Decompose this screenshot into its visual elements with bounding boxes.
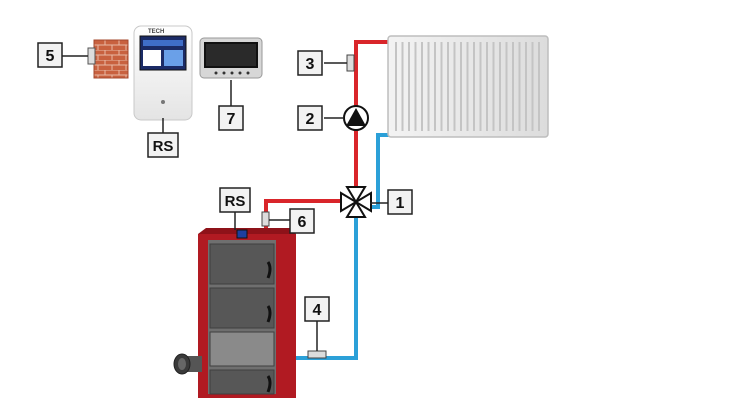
label-rs-controller-text: RS bbox=[153, 138, 174, 155]
label-6: 6 bbox=[289, 208, 315, 234]
label-1: 1 bbox=[387, 189, 413, 215]
label-4-text: 4 bbox=[313, 302, 322, 319]
label-rs-boiler: RS bbox=[219, 187, 251, 213]
brick-wall-icon bbox=[87, 39, 129, 79]
leader-lines bbox=[62, 55, 388, 351]
supply-riser bbox=[354, 40, 392, 190]
room-controller: TECH bbox=[133, 25, 193, 121]
temperature-sensor-icon bbox=[346, 54, 355, 72]
label-4: 4 bbox=[304, 296, 330, 322]
label-rs-boiler-text: RS bbox=[225, 193, 246, 210]
label-2: 2 bbox=[297, 105, 323, 131]
return-sensor-icon bbox=[307, 350, 327, 359]
label-7-text: 7 bbox=[227, 111, 236, 128]
door-handle-icon bbox=[266, 375, 272, 393]
return-pipe-top bbox=[368, 133, 392, 209]
display-panel bbox=[199, 37, 263, 79]
label-7: 7 bbox=[218, 105, 244, 131]
label-6-text: 6 bbox=[298, 214, 307, 231]
door-handle-icon bbox=[266, 305, 272, 323]
label-3-text: 3 bbox=[306, 56, 315, 73]
label-1-text: 1 bbox=[396, 195, 405, 212]
label-5-text: 5 bbox=[46, 48, 55, 65]
pump-icon bbox=[343, 105, 369, 131]
radiator bbox=[387, 35, 549, 138]
label-5: 5 bbox=[37, 42, 63, 68]
boiler bbox=[198, 228, 296, 398]
door-handle-icon bbox=[266, 261, 272, 279]
mixing-valve-icon bbox=[340, 186, 372, 218]
boiler-controller-icon bbox=[236, 229, 248, 239]
return-pipe-down bbox=[296, 215, 358, 360]
brand-text: TECH bbox=[148, 29, 164, 35]
label-rs-controller: RS bbox=[147, 132, 179, 158]
boiler-sensor-icon bbox=[261, 211, 270, 227]
label-2-text: 2 bbox=[306, 111, 315, 128]
fan-icon bbox=[173, 353, 202, 375]
label-3: 3 bbox=[297, 50, 323, 76]
controller-button bbox=[161, 100, 165, 104]
